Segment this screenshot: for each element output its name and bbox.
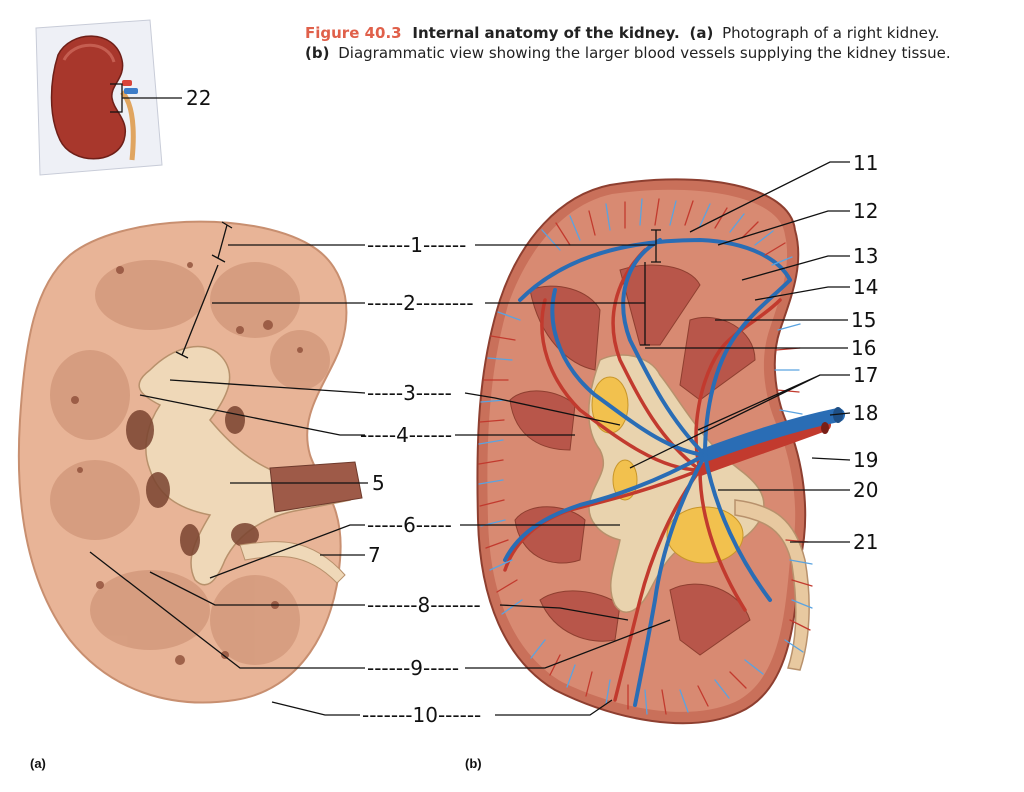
inset-artery <box>122 80 132 86</box>
diagram-renal-vein <box>698 408 845 462</box>
kidney-photo <box>17 220 363 704</box>
inset-vein <box>124 88 138 94</box>
part-b-tag: (b) <box>305 44 329 62</box>
label-2: -----2-------- <box>367 291 474 315</box>
figure-caption: Figure 40.3 Internal anatomy of the kidn… <box>305 24 951 62</box>
leader-6-left <box>209 524 365 579</box>
leader-10-left <box>271 701 360 716</box>
leader-lines <box>89 161 851 716</box>
photo-renal-pelvis <box>138 345 351 586</box>
label-10: -------10------ <box>362 703 481 727</box>
photo-ureter <box>239 541 346 584</box>
part-b-text: Diagrammatic view showing the larger blo… <box>338 44 950 62</box>
leader-3-right <box>464 392 621 426</box>
kidney-diagram <box>476 178 845 725</box>
photo-sinus-cavities <box>126 406 259 556</box>
leader-8-left <box>149 571 365 606</box>
photo-medulla-regions <box>50 260 330 665</box>
label-1: ------1------ <box>367 233 466 257</box>
leader-18 <box>829 412 851 416</box>
leader-9-left <box>89 551 365 669</box>
label-20: 20 <box>853 478 878 502</box>
leader-14 <box>754 286 850 301</box>
label-17: 17 <box>853 363 878 387</box>
label-18: 18 <box>853 401 878 425</box>
part-a-tag: (a) <box>689 24 713 42</box>
label-22: 22 <box>186 86 211 110</box>
leader-4-left <box>139 394 365 436</box>
part-a-text: Photograph of a right kidney. <box>722 24 939 42</box>
leader-3-left <box>169 379 366 394</box>
leader-10-right <box>495 699 613 716</box>
label-4: -----4------ <box>360 423 452 447</box>
label-11: 11 <box>853 151 878 175</box>
label-8: -------8------- <box>367 593 481 617</box>
figure-number: Figure 40.3 <box>305 24 402 42</box>
panel-a-label: (a) <box>30 756 46 771</box>
leader-9-right <box>465 619 671 669</box>
svg-text:(b) Diagrammatic view sh: (b) Diagrammatic view showing the larger… <box>305 44 951 62</box>
label-3: -----3----- <box>367 381 452 405</box>
label-12: 12 <box>853 199 878 223</box>
bracket-1-a <box>211 221 233 263</box>
label-7: 7 <box>368 543 381 567</box>
number-labels: ------1------ -----2-------- -----3-----… <box>360 151 878 727</box>
label-19: 19 <box>853 448 878 472</box>
label-15: 15 <box>851 308 876 332</box>
leader-17 <box>629 374 850 469</box>
leader-8-right <box>499 604 629 621</box>
diagram-renal-artery <box>694 419 831 476</box>
label-5: 5 <box>372 471 385 495</box>
panel-b-label: (b) <box>465 756 482 771</box>
label-14: 14 <box>853 275 878 299</box>
inset-kidney <box>50 35 127 160</box>
svg-text:Figure 40.3 Internal ana: Figure 40.3 Internal anatomy of the kidn… <box>305 24 939 42</box>
leader-11 <box>689 161 850 233</box>
bracket-2-a <box>175 264 219 359</box>
label-16: 16 <box>851 336 876 360</box>
bracket-2-b <box>640 262 650 346</box>
bracket-1-b <box>651 229 661 263</box>
inset-ureter <box>120 90 136 161</box>
label-6: -----6----- <box>367 513 452 537</box>
label-13: 13 <box>853 244 878 268</box>
label-21: 21 <box>853 530 878 554</box>
leader-13 <box>741 255 850 281</box>
leader-12 <box>717 210 850 246</box>
leader-19 <box>811 457 851 461</box>
diagram-cortical-radiate-vessels <box>478 198 813 715</box>
orientation-inset: 22 <box>35 19 211 176</box>
label-9: ------9----- <box>367 656 459 680</box>
photo-renal-vessels <box>269 461 363 513</box>
figure-title: Internal anatomy of the kidney. <box>412 24 679 42</box>
diagram-interlobar-veins <box>503 237 792 707</box>
